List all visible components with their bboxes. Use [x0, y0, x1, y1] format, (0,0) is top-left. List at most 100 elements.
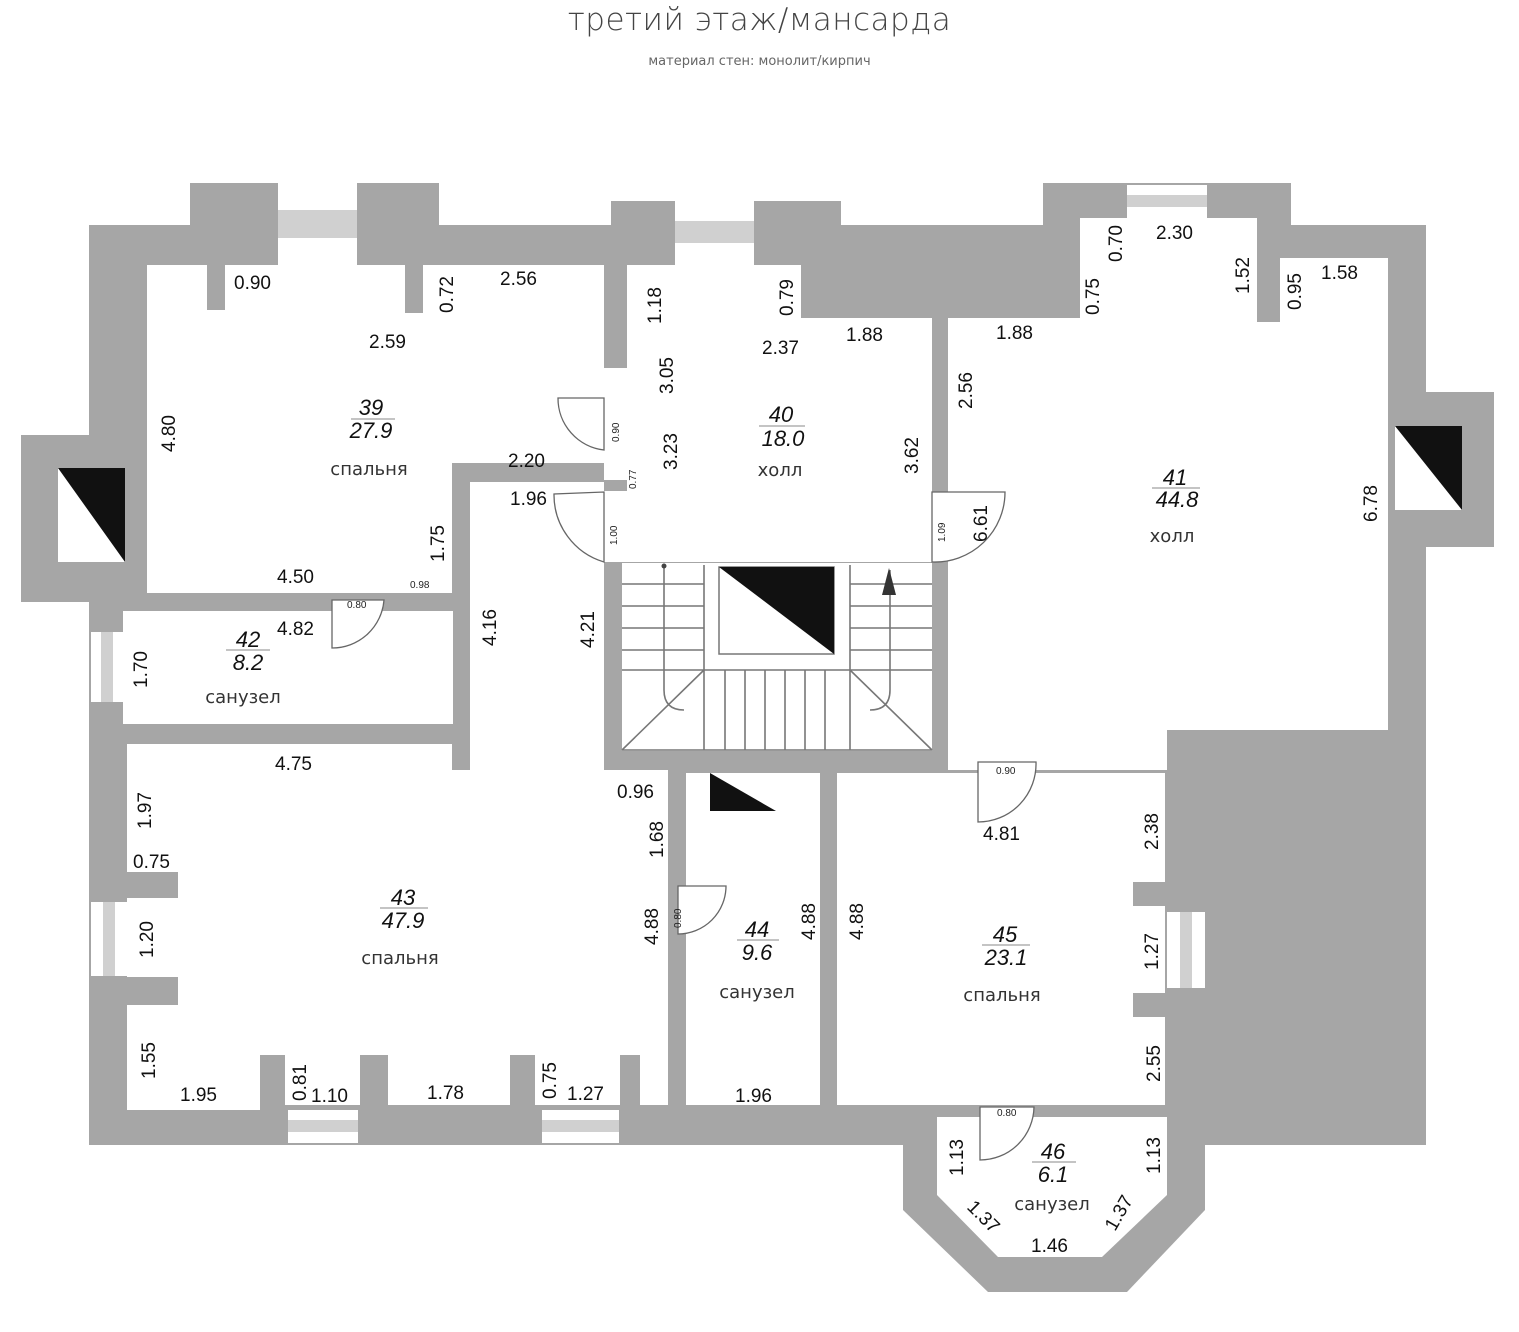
- dimension-label: 0.75: [1083, 278, 1104, 315]
- dimension-label: 3.62: [902, 437, 923, 474]
- door-width-label: 0.80: [997, 1108, 1017, 1119]
- dimension-label: 2.55: [1144, 1045, 1165, 1082]
- dimension-label: 1.75: [428, 525, 449, 562]
- dimension-label: 4.75: [275, 754, 312, 775]
- plan-title: третий этаж/мансарда: [567, 2, 952, 38]
- room-40-number: 40: [769, 402, 794, 427]
- dimension-label: 1.46: [1031, 1236, 1068, 1257]
- dimension-label: 0.90: [234, 273, 271, 294]
- dimension-label: 2.30: [1156, 223, 1193, 244]
- rooms: [123, 218, 1388, 1257]
- dimension-label: 6.61: [971, 505, 992, 542]
- dimension-label: 0.70: [1106, 225, 1127, 262]
- room-44-name: санузел: [719, 982, 795, 1003]
- room-40-area: 18.0: [762, 426, 806, 451]
- dimension-label: 4.82: [277, 619, 314, 640]
- room-41-area: 44.8: [1156, 487, 1200, 512]
- door-width-label: 1.09: [937, 522, 948, 542]
- dimension-label: 1.88: [996, 323, 1033, 344]
- doors: [331, 397, 1037, 1161]
- room-labels: 39 27.9 спальня 40 18.0 холл 41 44.8 хол…: [205, 395, 1200, 1215]
- door-arc: [331, 599, 385, 649]
- door-width-label: 0.80: [673, 908, 684, 928]
- dimension-label: 0.75: [540, 1062, 561, 1099]
- dimension-label: 1.96: [510, 489, 547, 510]
- stair-arrow-icon: [882, 568, 896, 595]
- door-arc: [931, 491, 1006, 563]
- dimension-label: 1.55: [139, 1042, 160, 1079]
- room-43-number: 43: [391, 885, 416, 910]
- room-46-number: 46: [1041, 1139, 1066, 1164]
- room-44-area: 9.6: [742, 940, 773, 965]
- dimension-label: 0.95: [1285, 273, 1306, 310]
- dimension-label: 2.37: [762, 338, 799, 359]
- dimension-label: 1.58: [1321, 263, 1358, 284]
- room-42-name: санузел: [205, 687, 281, 708]
- room-41-name: холл: [1150, 526, 1195, 547]
- room-44-number: 44: [745, 917, 769, 942]
- door-width-label: 0.80: [347, 600, 367, 611]
- dimension-label: 2.20: [508, 451, 545, 472]
- windows: [91, 183, 1207, 1143]
- dimension-label: 1.70: [131, 651, 152, 688]
- door-width-label: 1.00: [609, 525, 620, 545]
- door-arc: [677, 885, 727, 935]
- dimension-label: 0.96: [617, 782, 654, 803]
- dimension-label: 6.78: [1361, 485, 1382, 522]
- dimension-label: 4.50: [277, 567, 314, 588]
- dimension-label: 2.56: [500, 269, 537, 290]
- dimension-label: 1.68: [647, 821, 668, 858]
- dimension-label: 3.05: [657, 357, 678, 394]
- door-arc: [553, 491, 605, 563]
- dimension-label: 1.52: [1233, 257, 1254, 294]
- plan-subtitle: материал стен: монолит/кирпич: [648, 54, 871, 69]
- door-width-label: 0.98: [410, 580, 430, 591]
- dimension-label: 4.81: [983, 824, 1020, 845]
- dimension-label: 1.96: [735, 1086, 772, 1107]
- room-39-number: 39: [359, 395, 383, 420]
- room-45-number: 45: [993, 922, 1018, 947]
- dimension-label: 0.79: [777, 279, 798, 316]
- dimension-label: 4.80: [159, 415, 180, 452]
- dimension-label: 1.18: [645, 287, 666, 324]
- room-45-name: спальня: [963, 985, 1040, 1006]
- dimension-label: 0.72: [437, 276, 458, 313]
- dimension-label: 1.27: [1142, 933, 1163, 970]
- dimension-label: 1.88: [846, 325, 883, 346]
- door-labels: 0.90 0.77 1.00 1.09 0.80 0.98 0.90 0.80 …: [347, 422, 1017, 1119]
- room-42-number: 42: [236, 627, 260, 652]
- room-39-area: 27.9: [349, 418, 393, 443]
- staircase: [621, 563, 933, 751]
- dimension-label: 1.97: [135, 792, 156, 829]
- door-arc: [557, 397, 605, 451]
- dimension-label: 0.75: [133, 852, 170, 873]
- room-45-area: 23.1: [984, 945, 1028, 970]
- door-arc: [979, 1106, 1035, 1161]
- dimension-label: 1.95: [180, 1085, 217, 1106]
- dimension-label: 4.16: [480, 609, 501, 646]
- door-width-label: 0.90: [611, 422, 622, 442]
- door-width-label: 0.90: [996, 766, 1016, 777]
- room-46-name: санузел: [1014, 1194, 1090, 1215]
- dimension-label: 1.27: [567, 1084, 604, 1105]
- dimension-label: 2.38: [1142, 813, 1163, 850]
- dimension-label: 4.21: [578, 611, 599, 648]
- dimension-label: 1.13: [947, 1139, 968, 1176]
- dimension-label: 1.20: [137, 921, 158, 958]
- room-40-name: холл: [758, 460, 803, 481]
- dimension-label: 0.81: [290, 1064, 311, 1101]
- room-43-name: спальня: [361, 948, 438, 969]
- door-arc: [977, 761, 1037, 823]
- room-42-area: 8.2: [233, 650, 264, 675]
- dimension-label: 3.23: [661, 433, 682, 470]
- room-43-area: 47.9: [382, 908, 425, 933]
- dimension-label: 1.78: [427, 1083, 464, 1104]
- dimension-label: 1.13: [1144, 1137, 1165, 1174]
- room-46-area: 6.1: [1038, 1162, 1069, 1187]
- dimension-label: 4.88: [799, 903, 820, 940]
- dimension-label: 1.10: [311, 1086, 348, 1107]
- dimension-label: 4.88: [847, 903, 868, 940]
- vent-shafts: [58, 426, 1462, 811]
- dimension-label: 4.88: [642, 908, 663, 945]
